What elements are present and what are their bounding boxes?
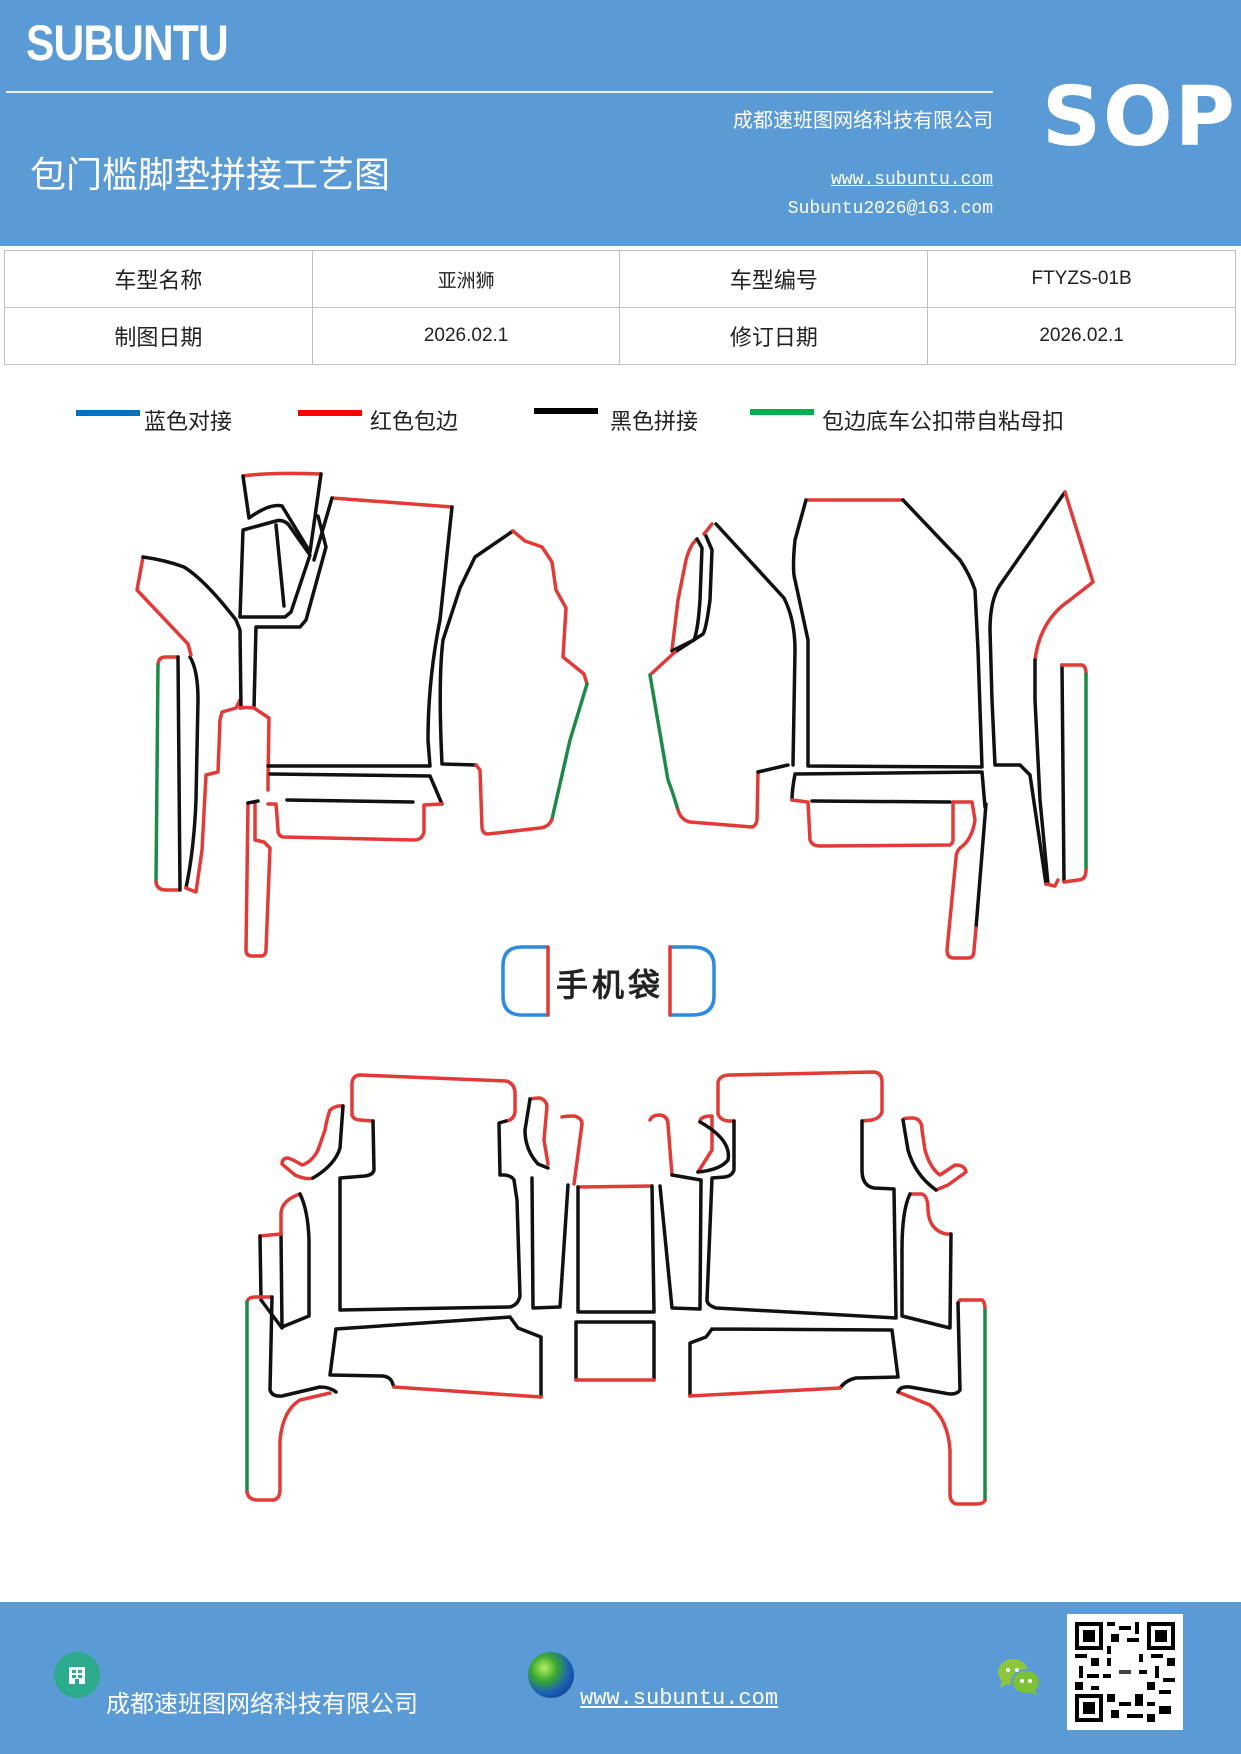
legend-label: 包边底车公扣带自粘母扣 (822, 410, 1065, 435)
legend-label: 黑色拼接 (610, 410, 699, 435)
footer-company-name: 成都速班图网络科技有限公司 (106, 1690, 418, 1718)
legend-item-black: 黑色拼接 (534, 400, 698, 436)
black-line-swatch (534, 408, 598, 414)
header-banner: SUBUNTU 包门槛脚垫拼接工艺图 成都速班图网络科技有限公司 www.sub… (0, 0, 1241, 246)
header-email: Subuntu2026@163.com (787, 199, 993, 219)
legend-label: 红色包边 (370, 410, 459, 435)
legend-label: 蓝色对接 (144, 410, 233, 435)
revision-date-label: 修订日期 (619, 307, 929, 365)
model-name-value: 亚洲狮 (311, 250, 621, 308)
rear-left-mats (245, 1073, 584, 1502)
model-code-value: FTYZS-01B (927, 250, 1236, 308)
front-left-mats (135, 471, 589, 958)
header-website-link[interactable]: www.subuntu.com (830, 170, 993, 190)
green-line-swatch (750, 409, 814, 415)
legend: 蓝色对接 红色包边 黑色拼接 包边底车公扣带自粘母扣 (0, 400, 1241, 440)
brand-logo: SUBUNTU (26, 15, 229, 71)
legend-item-red: 红色包边 (298, 400, 458, 436)
rear-center-mats (574, 1184, 656, 1382)
footer-banner: 成都速班图网络科技有限公司 www.subuntu.com (0, 1602, 1241, 1754)
blue-line-swatch (76, 410, 140, 416)
wechat-icon (998, 1659, 1041, 1696)
red-line-swatch (298, 410, 362, 416)
rear-right-mats (648, 1070, 987, 1506)
header-company-name: 成都速班图网络科技有限公司 (733, 108, 993, 132)
globe-icon (528, 1652, 574, 1698)
drawing-date-label: 制图日期 (4, 307, 313, 365)
phone-pocket-label: 手机袋 (556, 966, 665, 1004)
revision-date-value: 2026.02.1 (927, 307, 1236, 365)
header-divider (6, 91, 993, 93)
table-row: 车型名称 亚洲狮 车型编号 FTYZS-01B (4, 250, 1236, 308)
qr-code[interactable] (1067, 1614, 1183, 1730)
footer-website-link[interactable]: www.subuntu.com (580, 1686, 779, 1711)
table-row: 制图日期 2026.02.1 修订日期 2026.02.1 (4, 307, 1236, 365)
model-code-label: 车型编号 (619, 250, 929, 308)
legend-item-green: 包边底车公扣带自粘母扣 (750, 400, 1064, 436)
legend-item-blue: 蓝色对接 (76, 400, 232, 436)
company-building-icon (54, 1652, 100, 1698)
sop-label: SOP (1042, 70, 1237, 165)
front-right-mats (648, 490, 1095, 960)
model-name-label: 车型名称 (4, 250, 313, 308)
vehicle-info-table: 车型名称 亚洲狮 车型编号 FTYZS-01B 制图日期 2026.02.1 修… (4, 250, 1236, 365)
drawing-date-value: 2026.02.1 (311, 307, 621, 365)
document-title: 包门槛脚垫拼接工艺图 (30, 155, 391, 196)
